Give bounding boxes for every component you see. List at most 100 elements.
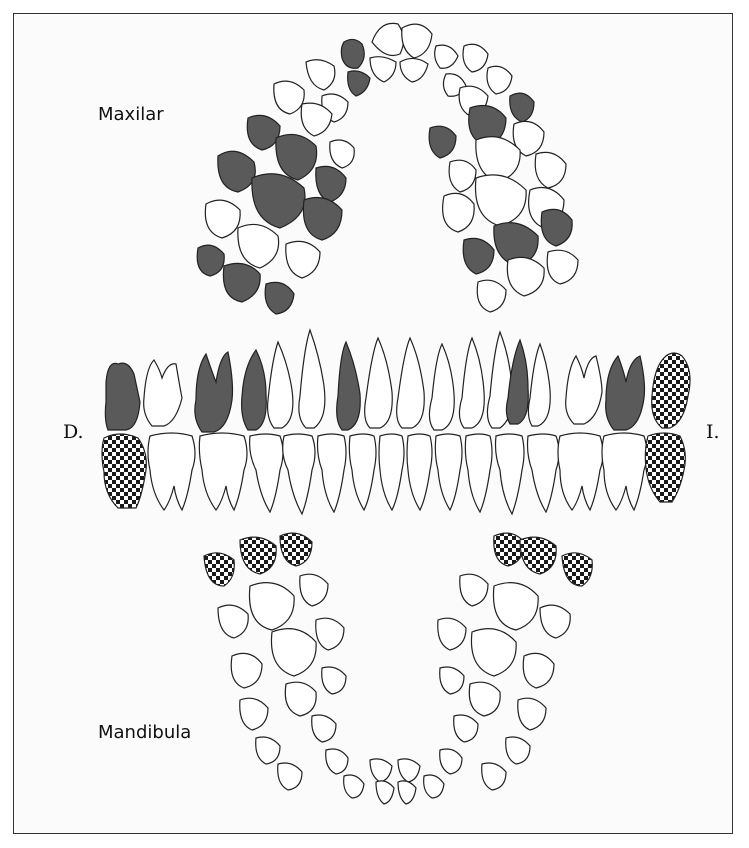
tooth <box>506 737 530 764</box>
tooth <box>300 574 328 606</box>
tooth <box>558 433 603 510</box>
tooth <box>365 338 393 428</box>
tooth <box>429 344 454 430</box>
tooth <box>476 175 527 226</box>
tooth-checkered <box>645 433 685 502</box>
tooth-shaded <box>510 93 534 122</box>
tooth-shaded <box>541 209 572 246</box>
tooth <box>528 434 560 512</box>
tooth-shaded <box>341 39 364 68</box>
tooth <box>283 434 315 514</box>
tooth <box>528 344 550 426</box>
tooth <box>268 342 293 428</box>
tooth <box>602 433 647 510</box>
tooth <box>205 200 240 238</box>
tooth <box>460 574 488 606</box>
mandibular-arch <box>204 533 592 804</box>
tooth <box>250 434 283 512</box>
tooth-shaded <box>348 71 370 96</box>
upper-teeth-row <box>105 330 690 432</box>
tooth <box>312 715 336 742</box>
tooth <box>322 667 346 694</box>
tooth <box>285 682 316 716</box>
tooth <box>397 338 425 428</box>
tooth-checkered <box>280 533 312 566</box>
tooth <box>326 749 348 774</box>
tooth <box>299 330 325 428</box>
tooth <box>344 775 364 798</box>
tooth-shaded <box>218 151 255 192</box>
tooth <box>477 280 506 312</box>
tooth <box>465 434 492 512</box>
maxilar-label: Maxilar <box>98 104 164 125</box>
tooth <box>318 434 347 512</box>
tooth-shaded <box>337 342 361 430</box>
tooth <box>471 629 516 676</box>
tooth <box>459 338 484 428</box>
tooth-shaded <box>223 263 260 302</box>
tooth-checkered <box>520 537 556 574</box>
tooth <box>493 583 538 630</box>
tooth <box>306 60 335 90</box>
tooth <box>256 737 280 764</box>
tooth <box>316 618 344 650</box>
tooth-checkered <box>652 353 690 428</box>
tooth <box>438 618 466 650</box>
tooth-shaded <box>429 126 456 158</box>
tooth <box>487 66 512 94</box>
tooth <box>249 583 294 630</box>
left-side-marker: I. <box>706 421 720 443</box>
tooth <box>523 653 554 688</box>
tooth <box>435 45 458 68</box>
tooth-shaded <box>606 356 645 430</box>
tooth-shaded <box>463 238 494 274</box>
tooth <box>148 433 195 510</box>
tooth <box>449 160 476 192</box>
tooth <box>398 781 416 804</box>
tooth <box>238 224 279 268</box>
tooth-checkered <box>102 434 146 508</box>
tooth <box>535 152 566 188</box>
tooth <box>402 24 432 58</box>
tooth <box>376 781 394 804</box>
tooth-shaded <box>316 166 346 202</box>
tooth <box>240 698 268 730</box>
tooth <box>407 434 432 510</box>
tooth <box>144 360 182 426</box>
tooth <box>507 257 544 296</box>
tooth <box>330 140 355 168</box>
tooth <box>496 434 525 514</box>
tooth <box>398 759 420 782</box>
tooth <box>400 58 428 82</box>
tooth-shaded <box>242 350 267 430</box>
tooth <box>349 434 376 510</box>
tooth-checkered <box>494 533 524 566</box>
tooth <box>199 433 247 510</box>
tooth <box>231 653 262 688</box>
tooth-shaded <box>247 115 280 150</box>
tooth <box>278 763 302 790</box>
tooth <box>379 434 404 510</box>
tooth <box>372 23 404 55</box>
tooth <box>469 682 500 716</box>
tooth <box>286 241 320 278</box>
right-side-marker: D. <box>63 421 84 443</box>
tooth <box>440 667 464 694</box>
tooth <box>540 605 570 638</box>
tooth <box>440 749 462 774</box>
tooth <box>454 715 478 742</box>
tooth <box>218 605 248 638</box>
tooth <box>463 44 488 72</box>
tooth-shaded <box>105 363 140 430</box>
tooth-shaded <box>276 134 317 180</box>
tooth <box>274 81 304 114</box>
tooth-checkered <box>562 553 592 586</box>
maxillary-arch <box>197 23 578 314</box>
tooth-shaded <box>506 340 528 424</box>
tooth-checkered <box>240 537 276 574</box>
tooth-shaded <box>303 198 342 240</box>
mandibula-label: Mandibula <box>98 722 191 743</box>
tooth <box>370 759 392 782</box>
tooth <box>271 629 316 676</box>
